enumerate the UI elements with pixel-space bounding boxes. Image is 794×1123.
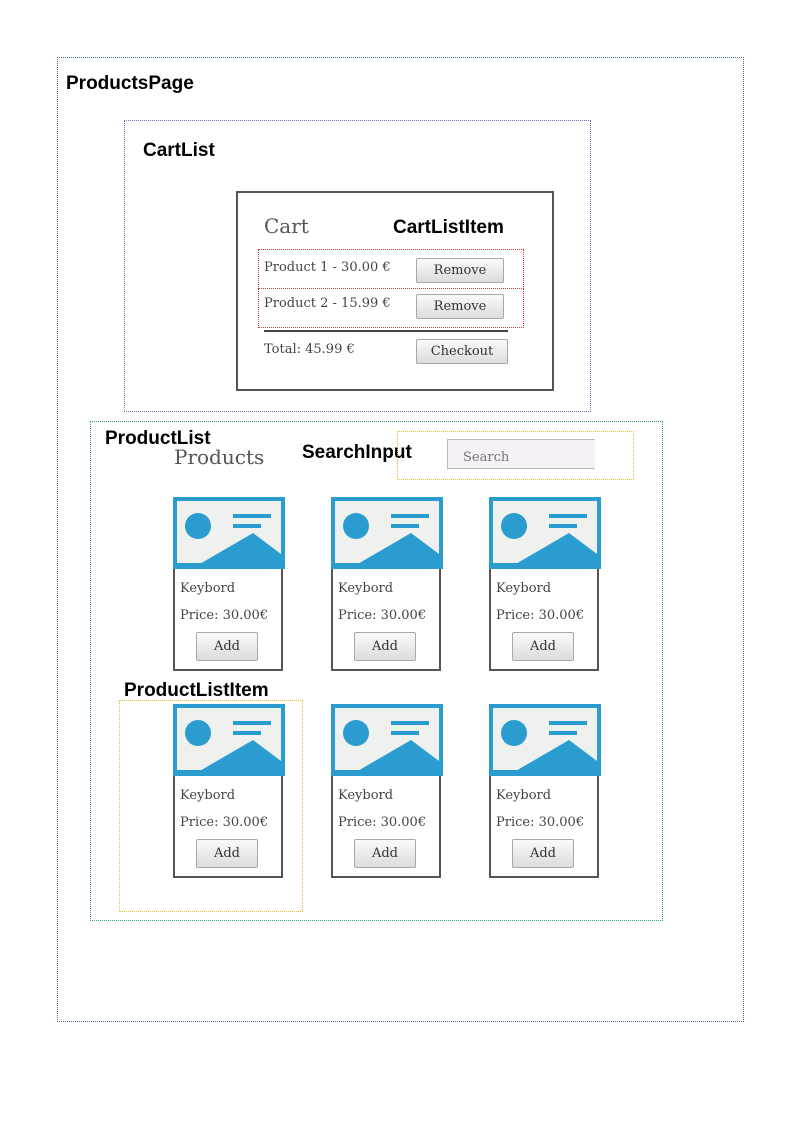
product-name: Keybord	[496, 788, 552, 803]
cart-item-text: Product 2 - 15.99 €	[264, 296, 391, 311]
product-image-icon	[173, 497, 285, 569]
product-image-icon	[331, 704, 443, 776]
remove-button[interactable]: Remove	[416, 258, 504, 283]
product-card: Keybord Price: 30.00€ Add	[173, 704, 285, 878]
product-card: Keybord Price: 30.00€ Add	[331, 704, 443, 878]
product-card: Keybord Price: 30.00€ Add	[489, 497, 601, 671]
product-price: Price: 30.00€	[496, 815, 585, 830]
cart-list-item-label: CartListItem	[393, 217, 504, 238]
product-image-icon	[489, 704, 601, 776]
cart-list-region	[124, 120, 591, 412]
product-card: Keybord Price: 30.00€ Add	[489, 704, 601, 878]
product-price: Price: 30.00€	[180, 608, 269, 623]
add-to-cart-button[interactable]: Add	[354, 632, 416, 661]
cart-panel	[236, 191, 554, 391]
product-name: Keybord	[338, 581, 394, 596]
product-list-item-region	[119, 700, 303, 912]
product-card: Keybord Price: 30.00€ Add	[173, 497, 285, 671]
remove-button[interactable]: Remove	[416, 294, 504, 319]
product-image-icon	[489, 497, 601, 569]
product-list-label: ProductList	[105, 428, 211, 449]
search-input-label: SearchInput	[302, 442, 412, 463]
search-input-region	[397, 431, 634, 480]
add-to-cart-button[interactable]: Add	[354, 839, 416, 868]
product-price: Price: 30.00€	[180, 815, 269, 830]
cart-list-item-region	[258, 288, 524, 328]
cart-title: Cart	[264, 214, 309, 238]
product-card: Keybord Price: 30.00€ Add	[331, 497, 443, 671]
products-title: Products	[174, 445, 265, 469]
add-to-cart-button[interactable]: Add	[512, 839, 574, 868]
product-image-icon	[331, 497, 443, 569]
product-price: Price: 30.00€	[338, 608, 427, 623]
product-list-item-label: ProductListItem	[124, 680, 269, 701]
product-name: Keybord	[180, 581, 236, 596]
product-name: Keybord	[496, 581, 552, 596]
add-to-cart-button[interactable]: Add	[196, 632, 258, 661]
cart-divider	[264, 330, 508, 332]
product-image-icon	[173, 704, 285, 776]
cart-list-label: CartList	[143, 140, 215, 161]
add-to-cart-button[interactable]: Add	[512, 632, 574, 661]
cart-total: Total: 45.99 €	[264, 342, 355, 357]
product-list-region	[90, 421, 663, 921]
checkout-button[interactable]: Checkout	[416, 339, 508, 364]
products-page-region	[57, 57, 744, 1022]
product-price: Price: 30.00€	[338, 815, 427, 830]
cart-item-text: Product 1 - 30.00 €	[264, 260, 391, 275]
add-to-cart-button[interactable]: Add	[196, 839, 258, 868]
search-input[interactable]	[447, 439, 595, 469]
product-name: Keybord	[180, 788, 236, 803]
product-price: Price: 30.00€	[496, 608, 585, 623]
product-name: Keybord	[338, 788, 394, 803]
products-page-label: ProductsPage	[66, 73, 194, 94]
